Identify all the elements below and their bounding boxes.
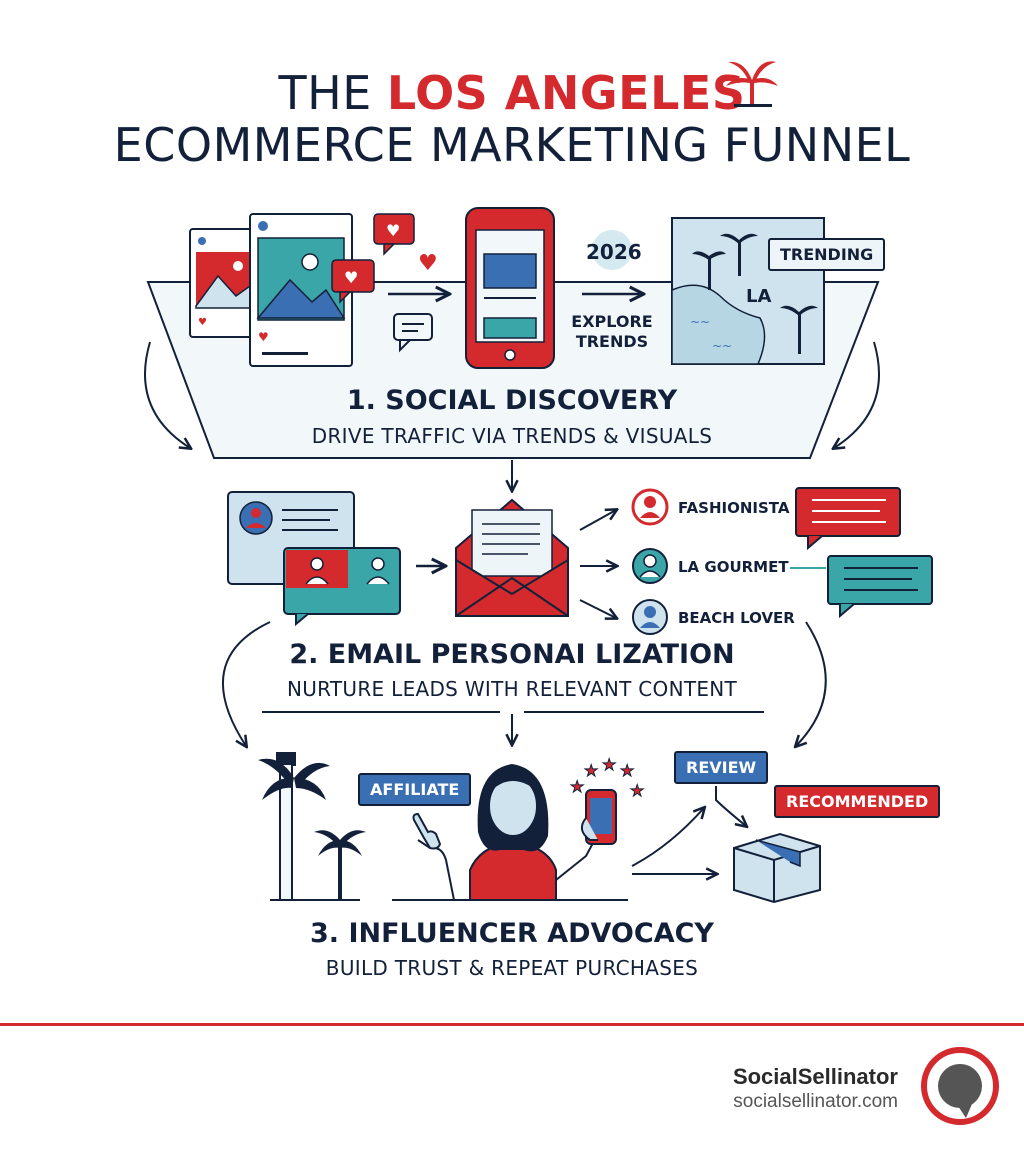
stage-1-heading: 1. SOCIAL DISCOVERY [346,385,678,416]
explore-label-line2: TRENDS [575,332,649,351]
svg-text:★: ★ [584,761,598,780]
arrow [579,510,616,531]
svg-text:★: ★ [620,761,634,780]
title-prefix: THE [278,66,387,120]
teal-chat-bubble-icon [790,555,933,619]
influencer-icon [412,764,601,901]
stage-3-heading: 3. INFLUENCER ADVOCACY [310,918,714,949]
heart-bubble-icon: ♥ [373,213,415,256]
email-envelope-icon [455,498,569,617]
influencer-phone-icon [580,789,617,845]
svg-text:♥: ♥ [386,221,400,240]
svg-text:~~: ~~ [712,339,732,353]
smartphone-icon [465,207,555,369]
arrow [631,808,704,867]
segment-beach-lover: BEACH LOVER [678,609,795,627]
title-line-1: THE LOS ANGELES [0,66,1024,120]
star-rating-icon: ★ ★ ★ ★ ★ [570,755,645,801]
palm-tree-large-icon [258,752,330,901]
year-badge [592,230,632,270]
arrow [715,786,746,826]
map-label: LA [746,286,772,307]
stage-2-heading: 2. EMAIL PERSONAI LIZATION [289,639,735,670]
comment-bubble-icon [393,313,433,353]
svg-text:★: ★ [570,777,584,796]
avatar-gourmet-icon [632,548,668,584]
social-post-front-icon: ♥ [249,213,353,367]
avatar-beach-lover-icon [632,599,668,635]
footer-divider [0,1023,1024,1026]
segment-fashionista: FASHIONISTA [678,499,790,517]
recommended-tag: RECOMMENDED [774,785,941,818]
trending-tag: TRENDING [768,238,886,271]
curved-arrow [834,341,880,448]
segment-la-gourmet: LA GOURMET [678,558,789,576]
affiliate-tag: AFFILIATE [358,773,472,806]
svg-text:★: ★ [630,781,644,800]
user-chat-icon [283,547,401,627]
curved-arrow [144,341,190,448]
brand-url[interactable]: socialsellinator.com [733,1091,898,1112]
curved-arrow [796,621,827,746]
svg-text:★: ★ [602,755,616,774]
review-tag: REVIEW [674,751,769,784]
year-label: 2026 [586,240,642,264]
la-map-icon: ~~ ~~ [671,217,825,365]
palm-tree-small-icon [314,830,366,900]
title-line-2: ECOMMERCE MARKETING FUNNEL [113,118,911,172]
package-box-icon [733,832,821,904]
red-chat-bubble-icon [795,487,901,551]
svg-text:♥: ♥ [344,268,358,287]
brand-name: SocialSellinator [732,1064,898,1089]
svg-text:~~: ~~ [690,315,710,329]
arrow [579,599,616,618]
heart-bubble-icon: ♥ [331,259,375,304]
stage-3-subheading: BUILD TRUST & REPEAT PURCHASES [325,956,699,980]
svg-text:♥: ♥ [198,317,207,328]
explore-label-line1: EXPLORE [571,312,653,331]
heart-icon: ♥ [418,251,438,276]
socialsellinator-logo-icon [921,1047,999,1125]
curved-arrow [221,621,271,746]
title-highlight: LOS ANGELES [386,66,746,120]
avatar-fashionista-icon [631,488,669,526]
svg-text:♥: ♥ [258,330,269,344]
social-post-back-icon: ♥ [189,228,257,338]
stage-2-subheading: NURTURE LEADS WITH RELEVANT CONTENT [286,677,738,701]
stage-1-subheading: DRIVE TRAFFIC VIA TRENDS & VISUALS [311,424,713,448]
palm-tree-icon [726,61,778,107]
